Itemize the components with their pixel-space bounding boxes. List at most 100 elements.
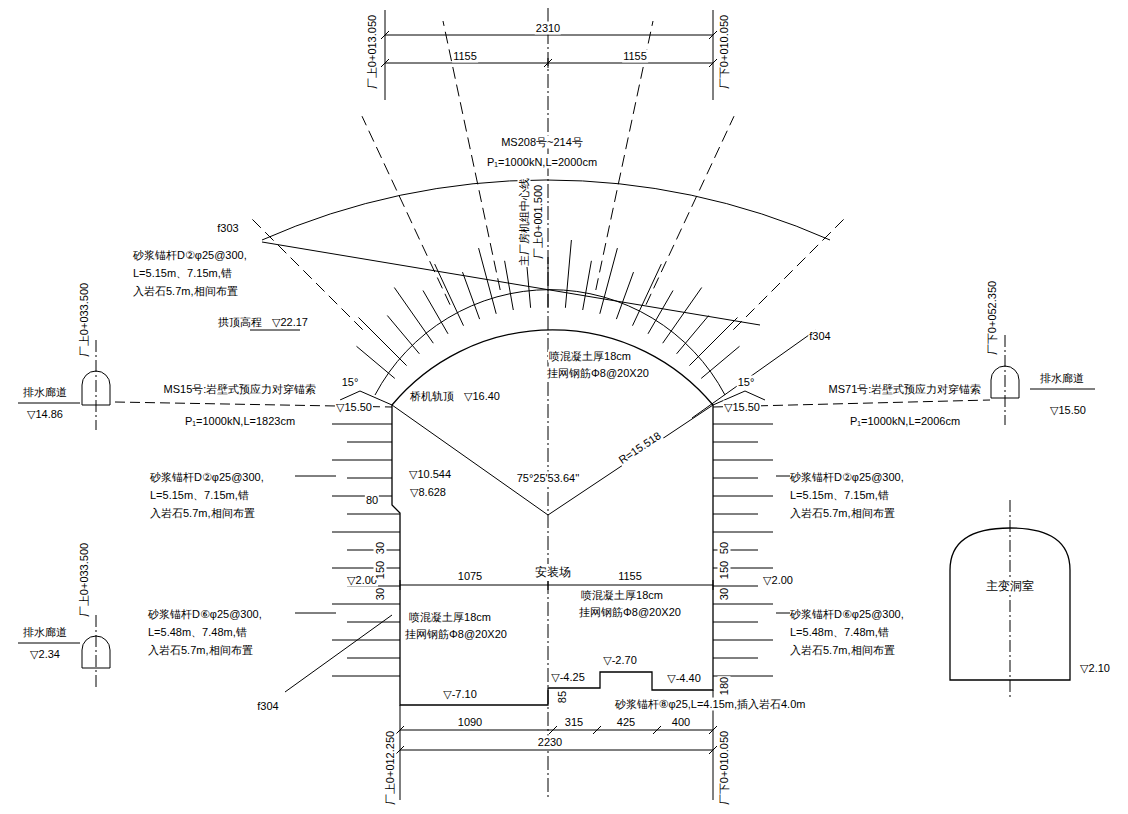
drawing-label: 挂网钢筋Φ8@20X20: [404, 628, 508, 641]
rock-bolt-line: [347, 622, 400, 623]
drawing-label: 厂上0+013.050: [366, 14, 379, 90]
rock-bolt-line: [357, 346, 395, 378]
rock-bolt-line: [347, 514, 400, 515]
rock-bolt-line: [332, 676, 400, 677]
drawing-line: [18, 389, 1095, 643]
drawing-label: 1155: [617, 570, 643, 583]
drawing-label: ▽2.00: [762, 574, 794, 587]
drawing-line: [381, 10, 717, 100]
rock-bolt-line: [332, 532, 400, 533]
drawing-label: MS71号:岩壁式预应力对穿锚索: [828, 383, 983, 396]
rock-bolt-line: [633, 264, 662, 326]
rock-bolt-line: [548, 257, 549, 307]
drawing-label: 2230: [537, 736, 563, 749]
drawing-label: 50: [718, 541, 731, 555]
drawing-label: ▽15.50: [335, 401, 373, 414]
drawing-label: MS208号~214号: [500, 136, 584, 149]
drawing-label: 喷混凝土厚18cm: [548, 350, 632, 363]
drawing-label: ▽2.34: [29, 648, 61, 661]
rock-bolt-line: [332, 424, 392, 425]
cavern-name: 安装场: [534, 564, 572, 581]
rock-bolt-line: [689, 318, 737, 366]
drawing-label: 厂上0+033.500: [78, 542, 91, 618]
rock-bolt-line: [463, 272, 480, 319]
rock-bolt-line: [332, 568, 400, 569]
drawing-label: MS15号:岩壁式预应力对穿锚索: [163, 383, 318, 396]
rock-bolt-line: [713, 424, 773, 425]
drawing-label: 厂上0+033.500: [78, 282, 91, 358]
rock-bolt-line: [713, 604, 773, 605]
rock-bolt-line: [583, 261, 592, 310]
drawing-label: 排水廊道: [22, 386, 68, 399]
drawing-label: 1090: [457, 716, 483, 729]
rock-bolt-line: [505, 261, 514, 310]
cable-anchor-line: [596, 21, 653, 290]
drawing-line: [400, 580, 713, 590]
drawing-label: f304: [808, 330, 831, 343]
anchor-lines: [251, 21, 845, 676]
drawing-label: ▽-7.10: [442, 688, 478, 701]
rock-bolt-line: [713, 460, 773, 461]
drawing-line: [262, 242, 760, 325]
rock-bolt-line: [359, 318, 407, 366]
drawing-label: ▽8.628: [409, 486, 447, 499]
drawing-label: 砂浆锚杆⑧φ25,L=4.15m,插入岩石4.0m: [614, 698, 807, 711]
cable-anchor-line: [646, 116, 734, 305]
drawing-line: [548, 8, 549, 800]
drawing-label: 30: [718, 587, 731, 601]
transformer-cavern: 主变洞室: [945, 520, 1075, 685]
rock-bolt-line: [713, 514, 758, 515]
drawing-label: ▽-4.40: [666, 672, 702, 685]
rock-bolt-line: [387, 316, 419, 354]
rock-bolt-line: [435, 264, 464, 326]
rock-bolt-line: [663, 288, 702, 344]
rock-bolt-line: [701, 346, 739, 378]
cavern-outline-path: [950, 528, 1070, 680]
drawing-line: [285, 615, 392, 692]
drawing-label: 400: [671, 716, 691, 729]
drawing-label: 桥机轨顶: [409, 390, 455, 403]
drawing-line: [375, 290, 725, 395]
linework: [18, 8, 1095, 800]
drawing-label: 主厂房机组中心线: [518, 177, 531, 267]
rock-bolt-line: [565, 240, 571, 308]
drawing-label: ▽-2.70: [602, 654, 638, 667]
rock-bolt-line: [713, 496, 773, 497]
cable-anchor-line: [733, 218, 845, 330]
drawing-label: 150: [374, 560, 387, 580]
rock-bolt-line: [423, 291, 448, 334]
drawing-line: [250, 330, 790, 613]
rock-bolt-line: [713, 622, 758, 623]
rock-bolt-line: [332, 640, 400, 641]
rock-bolt-line: [332, 604, 400, 605]
drawing-label: 厂下0+010.050: [718, 14, 731, 90]
bolt-note: 砂浆锚杆D②φ25@300, L=5.15m、7.15m,错 入岩石5.7m,相…: [790, 468, 930, 522]
drawing-label: P₁=1000kN,L=1823cm: [184, 415, 296, 428]
drawing-label: 80: [365, 494, 379, 507]
rock-bolt-line: [648, 291, 673, 334]
drawing-label: ▽15.50: [723, 401, 761, 414]
drawing-label: 1075: [457, 570, 483, 583]
drawing-label: f303: [216, 222, 239, 235]
rock-bolt-line: [347, 658, 400, 659]
drawing-label: 喷混凝土厚18cm: [580, 589, 664, 602]
rock-bolt-line: [347, 442, 392, 443]
drawing-label: 15°: [737, 376, 756, 389]
drawing-label: 180: [718, 676, 731, 696]
bolt-note: 砂浆锚杆D②φ25@300, L=5.15m、7.15m,错 入岩石5.7m,相…: [150, 468, 290, 522]
drawing-label: ▽10.544: [408, 468, 452, 481]
rock-bolt-line: [713, 640, 773, 641]
bolt-note: 砂浆锚杆D②φ25@300, L=5.15m、7.15m,错 入岩石5.7m,相…: [133, 246, 273, 300]
drawing-label: P₁=1000kN,L=2000cm: [486, 156, 598, 169]
drawing-line: [392, 405, 713, 515]
drawing-label: 15°: [341, 376, 360, 389]
drawing-line: [340, 391, 765, 405]
drawing-label: 喷混凝土厚18cm: [408, 611, 492, 624]
bolt-note: 砂浆锚杆D⑥φ25@300, L=5.48m、7.48m,错 入岩石5.7m,相…: [148, 605, 288, 659]
cable-anchor-line: [251, 218, 363, 330]
rock-bolt-line: [713, 442, 758, 443]
drawing-label: 排水廊道: [1039, 372, 1085, 385]
drawing-label: 拱顶高程: [217, 316, 263, 329]
rock-bolt-line: [677, 316, 709, 354]
